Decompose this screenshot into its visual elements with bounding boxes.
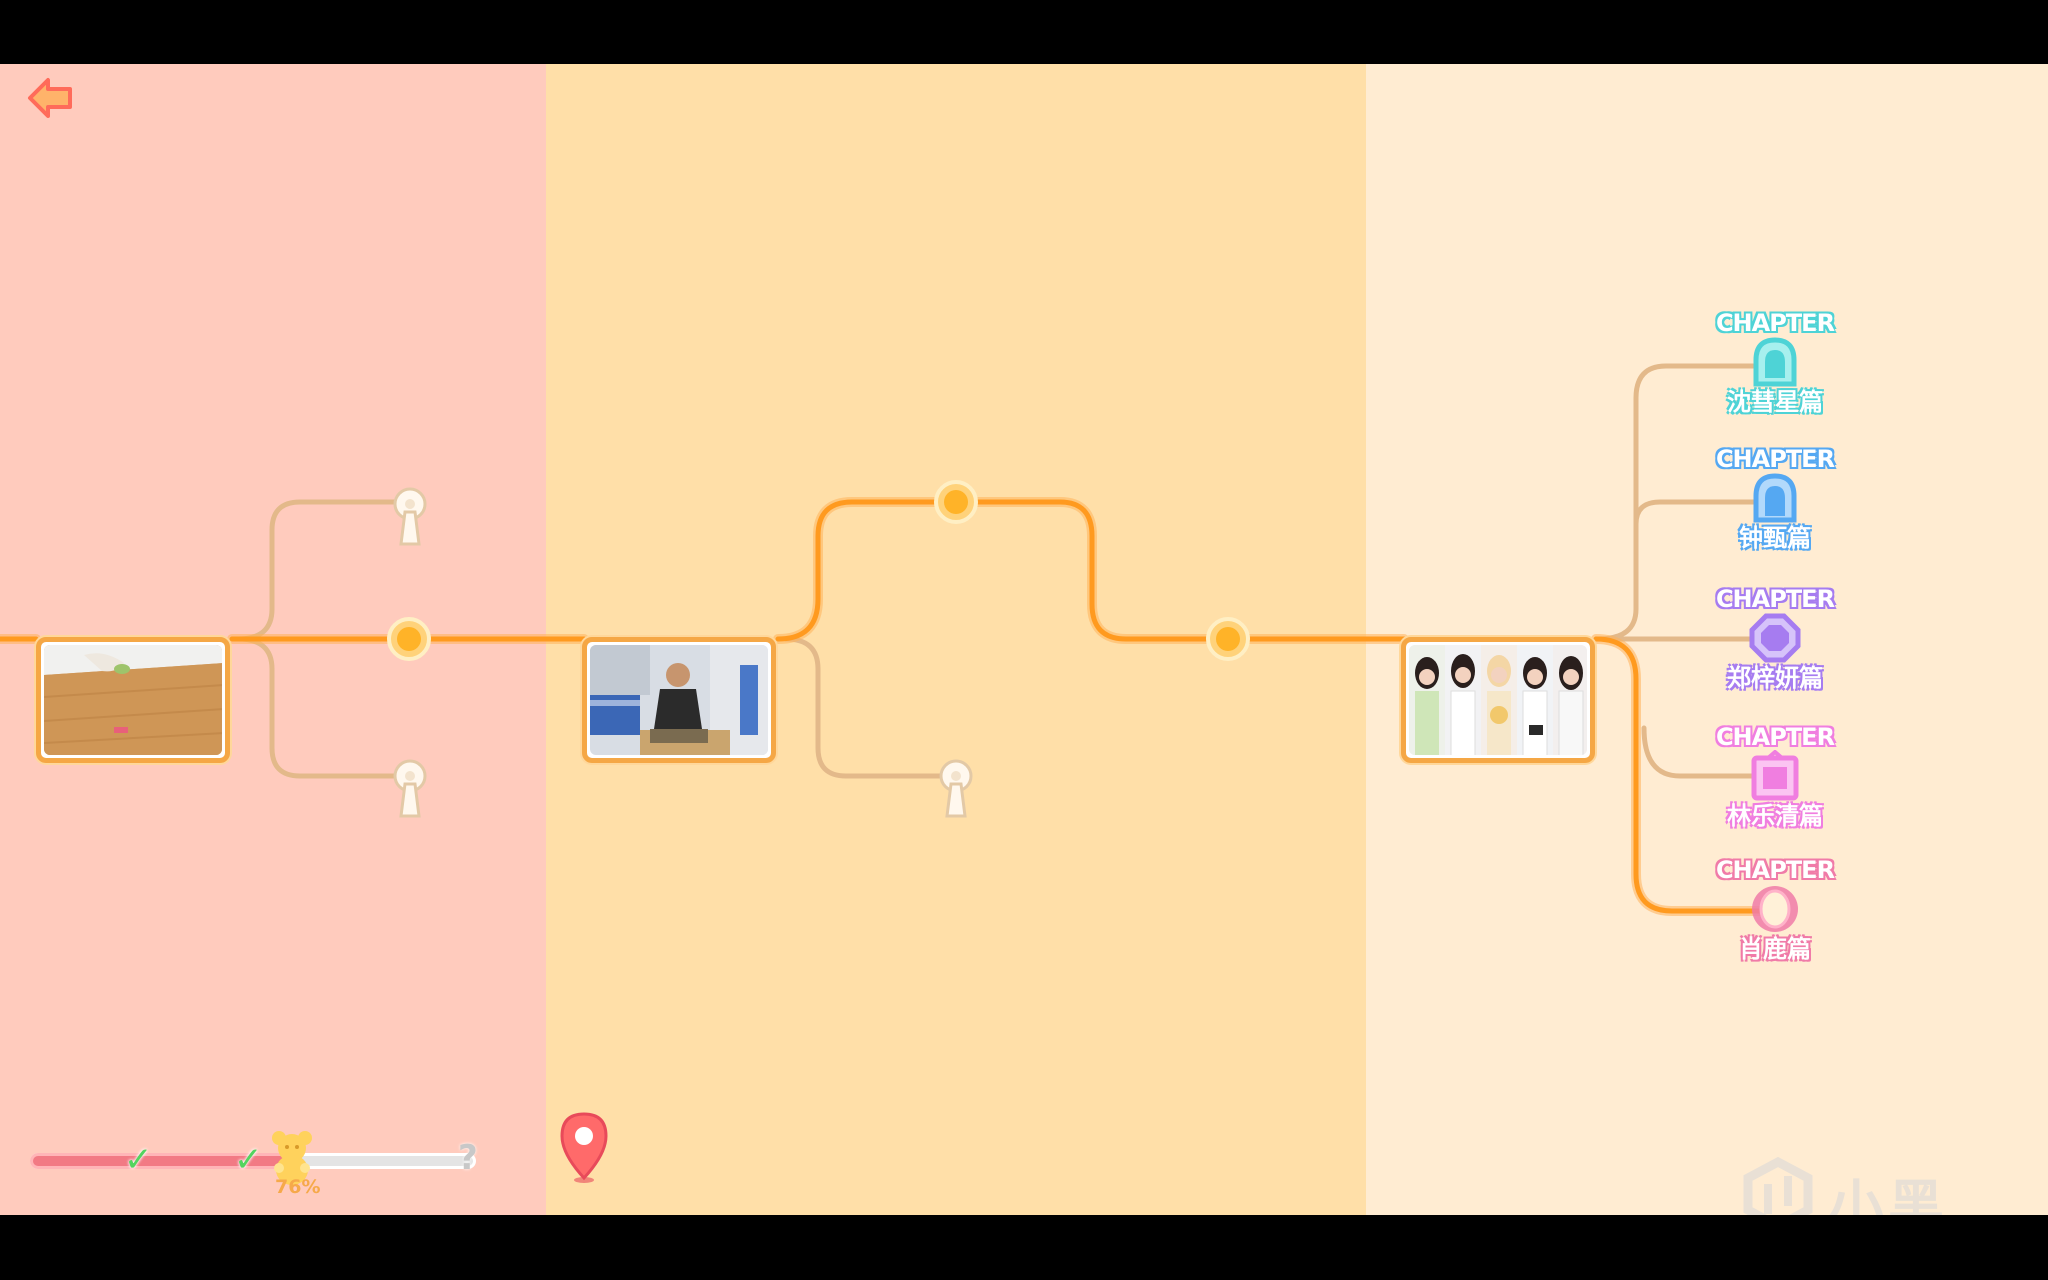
keyhole-lock-icon[interactable] <box>393 487 427 546</box>
chapter-name: 沈彗星篇 <box>1727 388 1823 416</box>
chapter-item-5[interactable]: CHAPTER 肖鹿篇 <box>1715 857 1835 963</box>
chapter-branch-4 <box>1641 725 1775 779</box>
bear-marker-icon <box>272 1131 312 1185</box>
chapter-branch-1 <box>1595 363 1775 642</box>
arch-icon <box>1753 473 1797 523</box>
chapter-name: 肖鹿篇 <box>1739 935 1811 963</box>
map-pin-button[interactable] <box>556 1110 612 1184</box>
chapter-tag: CHAPTER <box>1715 309 1835 337</box>
chapter-name: 钟甄篇 <box>1739 524 1811 552</box>
progress-percent: 76% <box>275 1176 321 1198</box>
scene-thumbnail-bedroom[interactable] <box>582 637 776 763</box>
story-node-3[interactable] <box>1206 617 1250 661</box>
back-button[interactable] <box>26 76 76 120</box>
letterbox-bottom <box>0 1215 2048 1280</box>
story-progress: ✓ ✓ 76% ? <box>30 1131 490 1204</box>
keyhole-lock-icon[interactable] <box>393 759 427 818</box>
story-flow-paths <box>0 363 1775 916</box>
keyhole-lock-icon[interactable] <box>939 759 973 818</box>
chapter-tag: CHAPTER <box>1715 856 1835 884</box>
scene-thumbnail-table[interactable] <box>36 637 230 763</box>
story-map: CHAPTER 沈彗星篇 CHAPTER 钟甄篇 CHAPTER 郑梓妍篇 CH… <box>0 64 2048 1215</box>
branch-path-upper-1 <box>235 499 411 642</box>
frame-icon <box>1751 750 1799 801</box>
scene-photo-bedroom <box>590 645 768 755</box>
chapter-item-3[interactable]: CHAPTER 郑梓妍篇 <box>1715 586 1835 692</box>
arch-icon <box>1753 337 1797 387</box>
watermark: 小黑盒 <box>1738 1154 1998 1215</box>
chapter-item-1[interactable]: CHAPTER 沈彗星篇 <box>1715 310 1835 416</box>
checkmark-icon: ✓ <box>234 1140 263 1180</box>
watermark-logo-icon <box>1743 1156 1813 1215</box>
story-node-1[interactable] <box>387 617 431 661</box>
branch-path-lower-2 <box>783 636 959 779</box>
back-arrow-icon <box>28 78 72 118</box>
unknown-marker-icon: ? <box>458 1138 478 1178</box>
chapter-branch-2 <box>1633 499 1775 527</box>
scene-photo-table <box>44 645 222 755</box>
checkmark-icon: ✓ <box>124 1140 153 1180</box>
branch-path-lower-1 <box>235 636 411 779</box>
heroines-group-photo <box>1409 645 1587 755</box>
chapter-name: 林乐清篇 <box>1727 802 1823 830</box>
chapter-name: 郑梓妍篇 <box>1727 664 1823 692</box>
chapter-tag: CHAPTER <box>1715 723 1835 751</box>
chapter-item-4[interactable]: CHAPTER 林乐清篇 <box>1715 724 1835 830</box>
letterbox-top <box>0 0 2048 64</box>
map-pin-icon <box>560 1112 608 1183</box>
octagon-icon <box>1749 613 1801 663</box>
scene-thumbnail-heroines[interactable] <box>1401 637 1595 763</box>
chapter-item-2[interactable]: CHAPTER 钟甄篇 <box>1715 446 1835 552</box>
egg-icon <box>1752 886 1798 932</box>
chapter-tag: CHAPTER <box>1715 585 1835 613</box>
story-node-2[interactable] <box>934 480 978 524</box>
chapter-tag: CHAPTER <box>1715 445 1835 473</box>
watermark-text: 小黑盒 <box>1828 1175 1948 1215</box>
main-path-ending <box>1593 636 1773 914</box>
